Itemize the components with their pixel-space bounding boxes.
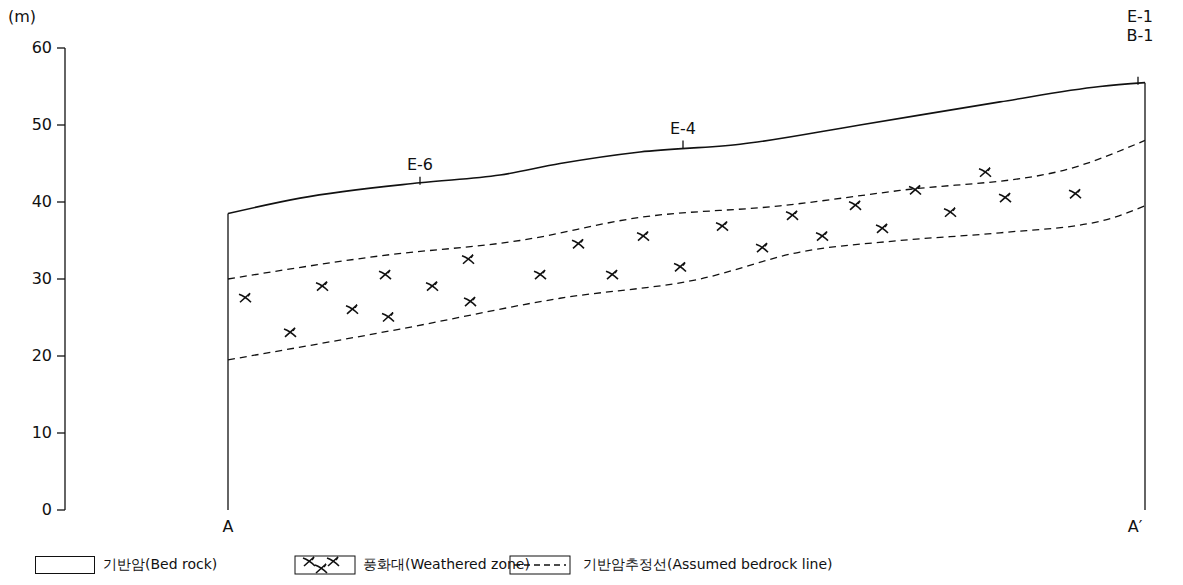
axis-value: 20 — [32, 347, 52, 365]
axis-value: 60 — [32, 39, 52, 57]
legend-text: 기반암추정선(Assumed bedrock line) — [583, 557, 832, 572]
axis-tick — [57, 47, 65, 48]
section-edge — [227, 214, 228, 510]
section-end: A — [223, 518, 234, 536]
legend-swatch — [35, 556, 95, 574]
axis-value: 50 — [32, 116, 52, 134]
axis-tick — [57, 201, 65, 202]
axis-value: 0 — [42, 501, 52, 519]
axis-value: 10 — [32, 424, 52, 442]
ground-surface — [228, 83, 1145, 214]
axis-value: 40 — [32, 193, 52, 211]
axis-tick — [57, 509, 65, 510]
borehole-mark — [682, 141, 683, 149]
assumed-bedrock-line — [228, 206, 1145, 360]
legend-text: 풍화대(Weathered zone) — [363, 557, 530, 572]
axis-tick — [57, 432, 65, 433]
borehole-label: E-4 — [670, 120, 696, 138]
borehole-label: B-1 — [1127, 27, 1154, 45]
legend-text: 기반암(Bed rock) — [103, 557, 217, 572]
section-end: A′ — [1128, 518, 1143, 536]
axis-value: 30 — [32, 270, 52, 288]
borehole-mark — [1137, 77, 1138, 85]
axis-tick — [57, 124, 65, 125]
axis-tick — [57, 278, 65, 279]
borehole-mark — [419, 177, 420, 185]
section-edge — [1144, 83, 1145, 510]
axis-tick — [57, 355, 65, 356]
legend-swatch — [295, 556, 355, 574]
axis-unit: (m) — [8, 8, 36, 26]
borehole-label: E-6 — [407, 156, 433, 174]
weathered-zone — [239, 168, 1081, 337]
assumed-bedrock-line — [228, 140, 1145, 279]
borehole-label: E-1 — [1127, 8, 1153, 26]
